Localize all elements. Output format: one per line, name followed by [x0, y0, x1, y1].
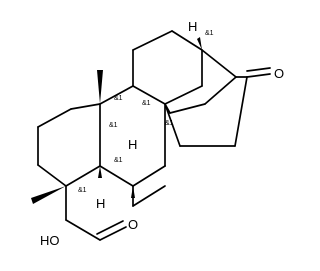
stereo-labels: &1 &1 &1 &1 &1 &1 &1: [78, 30, 214, 194]
ketone-bond: [246, 67, 271, 78]
bond: [132, 185, 166, 207]
bond: [132, 30, 173, 51]
bond: [65, 219, 101, 241]
stereo-label: &1: [142, 100, 151, 107]
stereo-label: &1: [165, 120, 174, 127]
bond: [132, 85, 166, 105]
bond: [164, 103, 181, 147]
hydrogen-wedge-bond: [197, 37, 202, 50]
bond: [65, 165, 101, 187]
stereo-label: &1: [114, 157, 123, 164]
hydrogen-wedge-bond: [98, 166, 102, 178]
bond: [132, 165, 166, 187]
double-bond-line: [99, 226, 127, 241]
methyl-wedge-bond: [31, 186, 66, 204]
ring-a-bonds: [37, 103, 101, 187]
ring-b-bonds: [99, 85, 166, 187]
chemical-structure-diagram: O HO O H H H &1 &1 &1 &1 &1 &1 &1: [31, 19, 284, 248]
methyl-bonds: [31, 70, 103, 204]
stereo-label: &1: [205, 30, 214, 37]
carboxylic-acid-label: HO: [40, 233, 60, 248]
bond: [169, 103, 206, 114]
ring-c-bonds: [132, 30, 203, 105]
double-bond-line: [246, 73, 271, 78]
hydrogen-label: H: [188, 19, 197, 34]
stereo-label: &1: [78, 187, 87, 194]
bond: [37, 164, 67, 187]
carboxyl-oxygen-label: O: [128, 217, 138, 232]
bond: [201, 49, 237, 78]
atom-labels: O HO O H H H: [40, 19, 284, 248]
bond: [99, 165, 134, 187]
ketone-oxygen-label: O: [274, 66, 284, 81]
ring-d-bridge-bonds: [164, 49, 248, 147]
bond: [234, 76, 248, 147]
hydrogen-wedge-bond: [131, 186, 135, 198]
bond: [99, 85, 134, 105]
bond: [37, 108, 72, 128]
lower-ring-bonds: [65, 165, 166, 241]
hydrogen-label: H: [96, 196, 105, 211]
double-bond-line: [246, 67, 271, 72]
bond: [70, 103, 101, 110]
stereo-label: &1: [114, 95, 123, 102]
bond: [164, 85, 203, 105]
bond: [171, 30, 203, 51]
bond: [204, 76, 237, 105]
methyl-wedge-bond: [97, 70, 103, 104]
stereo-label: &1: [109, 122, 118, 129]
hydrogen-bonds: [98, 37, 202, 198]
double-bond-line: [96, 220, 124, 235]
hydrogen-label: H: [128, 137, 137, 152]
